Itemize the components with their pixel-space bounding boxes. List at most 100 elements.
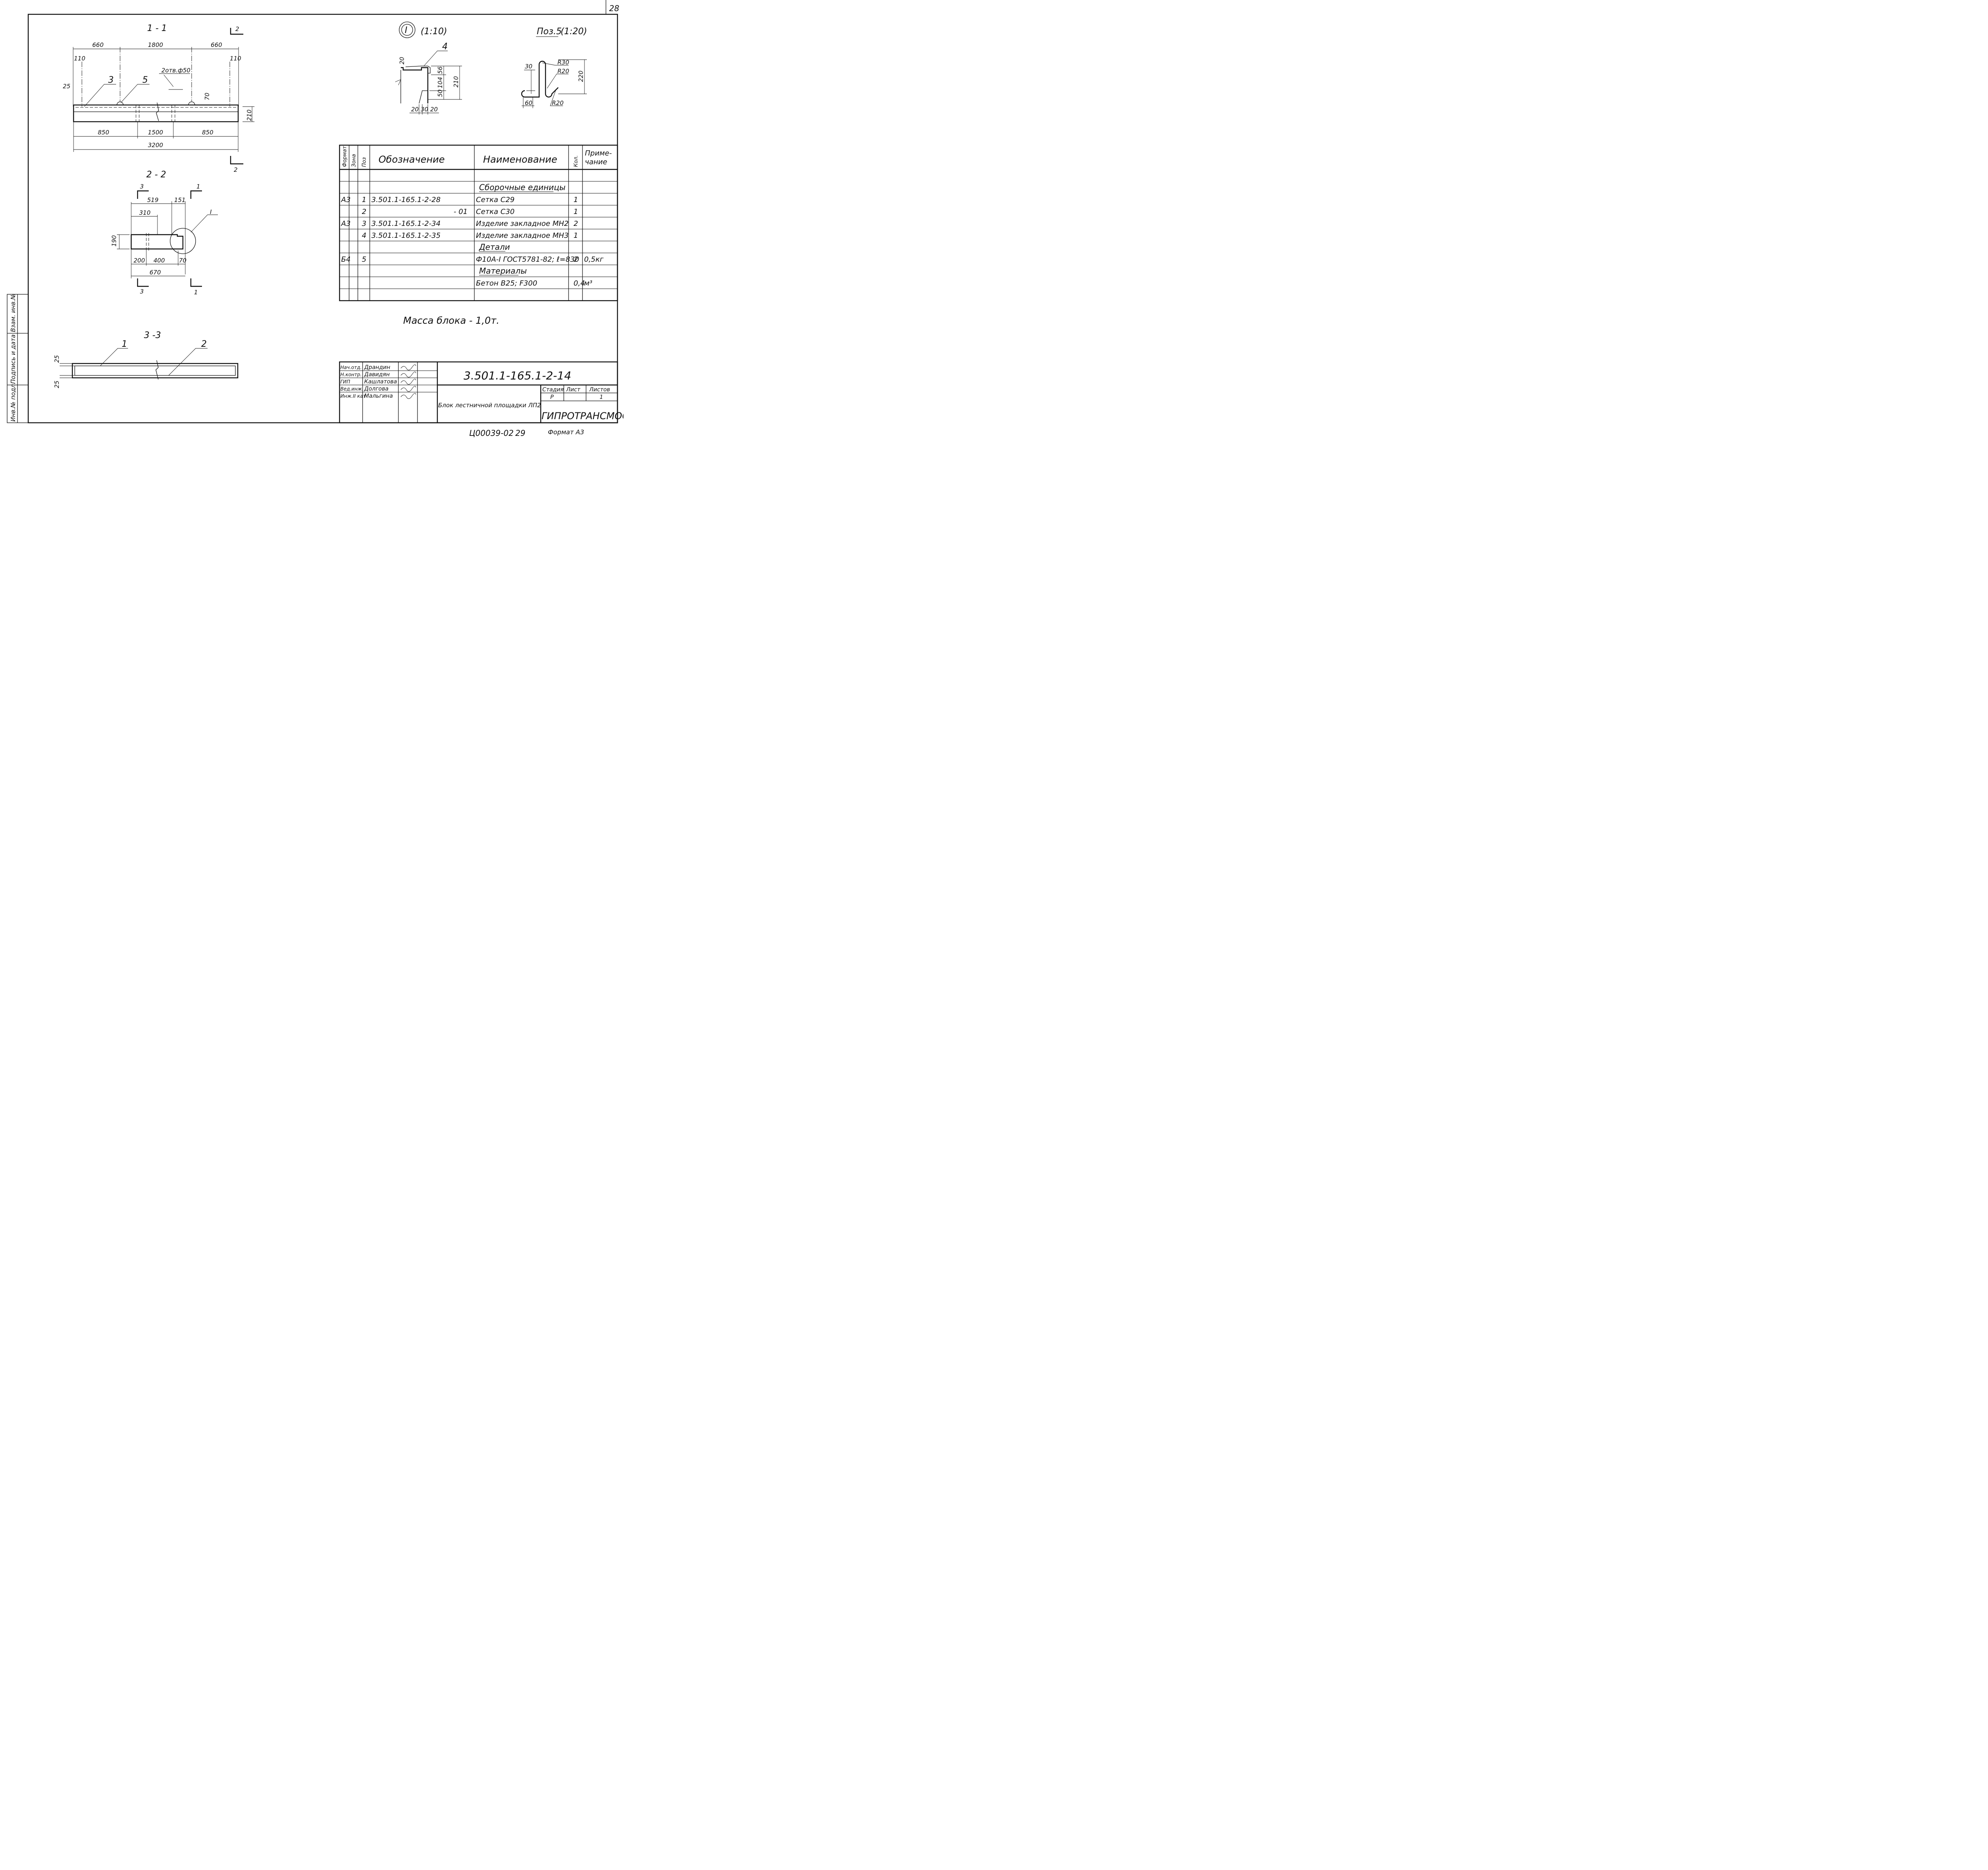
detail-mark-inner [401,24,413,36]
cut-mark-bottom [230,156,243,165]
sheet-number: 28 [609,4,619,13]
lifting-loop-right [188,101,195,105]
cut-mark-3-top [137,190,149,199]
cut-mark-1-top-label: 1 [196,183,200,190]
spec-cell-r4-c4: Изделие закладное МН2 [476,220,569,228]
bottom-code: Ц00039-02 [469,428,514,438]
side-stamp: Инв.№ подл. Подпись и дата Взам. инв.№ [7,294,29,423]
pos5-title: Поз.5 [537,27,562,37]
stamp-signature-date: Подпись и дата [10,334,17,384]
spec-header-1: Зона [351,154,357,167]
spec-header-2: Поз [361,157,367,167]
dim-1800: 1800 [148,41,163,49]
spec-cell-r3-c5: 1 [574,208,578,216]
holes-note: 2отв.ф50 [161,67,190,74]
detail-dim-20-top: 20 [398,57,406,64]
pos5-bar-shape [521,60,559,98]
spec-cell-r7-c2: 5 [362,255,366,264]
detail-dim-20-a: 20 [411,106,419,113]
spec-cell-r2-c5: 1 [574,196,578,204]
spec-cell-r5-c5: 1 [574,231,578,240]
cut-mark-bottom-label: 2 [234,166,238,173]
spec-cell-r6-c4: Детали [479,242,510,252]
spec-header-3: Обозначение [379,154,445,165]
dim-210: 210 [246,109,253,121]
spec-cell-r2-c4: Сетка С29 [476,196,514,204]
spec-cell-r5-c2: 4 [362,231,366,240]
detail-dim-50: 50 [437,89,444,97]
detail-dim-20-b: 20 [430,106,438,113]
sig-scribble-1 [400,371,416,377]
dim-1500: 1500 [148,129,163,136]
section-1-1-title: 1 - 1 [147,23,167,33]
pos5-dim-30: 30 [525,63,532,70]
cut-mark-top-label: 2 [235,25,239,33]
section-1-1: 1 - 1 2 2 660 1800 660 110 110 25 3 [63,23,254,173]
dim-190: 190 [111,235,118,247]
dim-310: 310 [139,209,151,216]
spec-header-0: Формат [342,146,348,167]
pos5-detail: Поз.5 (1:20) 30 R30 R20 220 60 R20 [521,27,587,108]
spec-cell-r7-c4: Ф10А-I ГОСТ5781-82; ℓ=830 [476,255,579,264]
spec-cell-r4-c2: 3 [362,220,366,228]
sheet-header: Лист [566,387,580,393]
dim-519: 519 [147,196,159,204]
sig-role-3: Вед.инж. [340,386,363,392]
leader-2: 2 [201,339,207,349]
detail-scale: (1:10) [421,27,447,37]
section-2-2-body [130,234,184,250]
sig-name-1: Давидян [364,371,390,378]
dim-110-right: 110 [230,55,241,62]
leader-5: 5 [142,75,148,85]
sig-name-4: Мальгина [364,393,393,399]
spec-cell-r5-c3: 3.501.1-165.1-2-35 [371,231,441,240]
bottom-page: 29 [515,428,525,438]
organization: ГИПРОТРАНСМОСТ [542,410,623,422]
detail-dim-30: 30 [421,106,428,113]
leader-3: 3 [108,75,114,85]
spec-cell-r9-c6: м³ [584,279,592,288]
sig-role-4: Инж.II кат. [340,393,367,399]
detail-I: I (1:10) 4 20 56 104 50 210 20 30 20 [395,21,462,115]
dim-400: 400 [153,257,165,264]
dim-660-left: 660 [92,41,104,49]
section-3-3-title: 3 -3 [144,330,161,340]
pos5-dim-R20-bottom: R20 [552,99,564,107]
drawing-canvas: 28 Инв.№ подл. Подпись и дата Взам. инв.… [7,0,635,438]
sheets-value: 1 [600,394,603,400]
detail-callout-circle [170,228,196,254]
sig-scribble-3 [400,386,416,392]
object-name: Блок лестничной площадки ЛП2 [438,402,541,409]
stamp-inv-original: Инв.№ подл. [10,382,17,422]
sheets-header: Листов [589,387,610,393]
stamp-inv-replace: Взам. инв.№ [10,294,17,332]
cut-mark-3-bottom [137,278,149,287]
detail-dim-56: 56 [437,66,444,74]
section-2-2-title: 2 - 2 [146,170,166,180]
detail-dim-210: 210 [452,76,460,87]
cut-mark-3-top-label: 3 [140,183,144,190]
spec-header-4: Наименование [483,154,557,165]
dim-670: 670 [149,269,161,276]
sig-scribble-2 [400,379,416,385]
format-note: Формат А3 [548,428,584,436]
sig-scribble-4 [400,393,416,399]
cut-mark-1-bottom [190,278,202,287]
section-3-3: 3 -3 1 2 25 25 [53,330,239,388]
sig-name-2: Кашлатова [364,379,397,385]
spec-header-6: Приме-чание [585,149,612,166]
stage-header: Стадия [542,387,564,393]
spec-cell-r4-c5: 2 [574,220,578,228]
detail-mark-outer [399,21,415,38]
dim-25-top: 25 [53,355,60,363]
dim-200: 200 [134,257,145,264]
dim-151: 151 [174,196,186,204]
section-2-2: 2 - 2 3 1 519 151 310 190 I 200 [111,170,218,296]
spec-cell-r2-c0: А3 [341,196,351,204]
title-block: 3.501.1-165.1-2-14 Блок лестничной площа… [339,361,635,424]
dim-25-bottom: 25 [53,381,60,388]
cut-mark-3-bottom-label: 3 [140,288,144,295]
spec-cell-r9-c4: Бетон В25; F300 [476,279,537,288]
slab-1-1 [73,104,239,122]
